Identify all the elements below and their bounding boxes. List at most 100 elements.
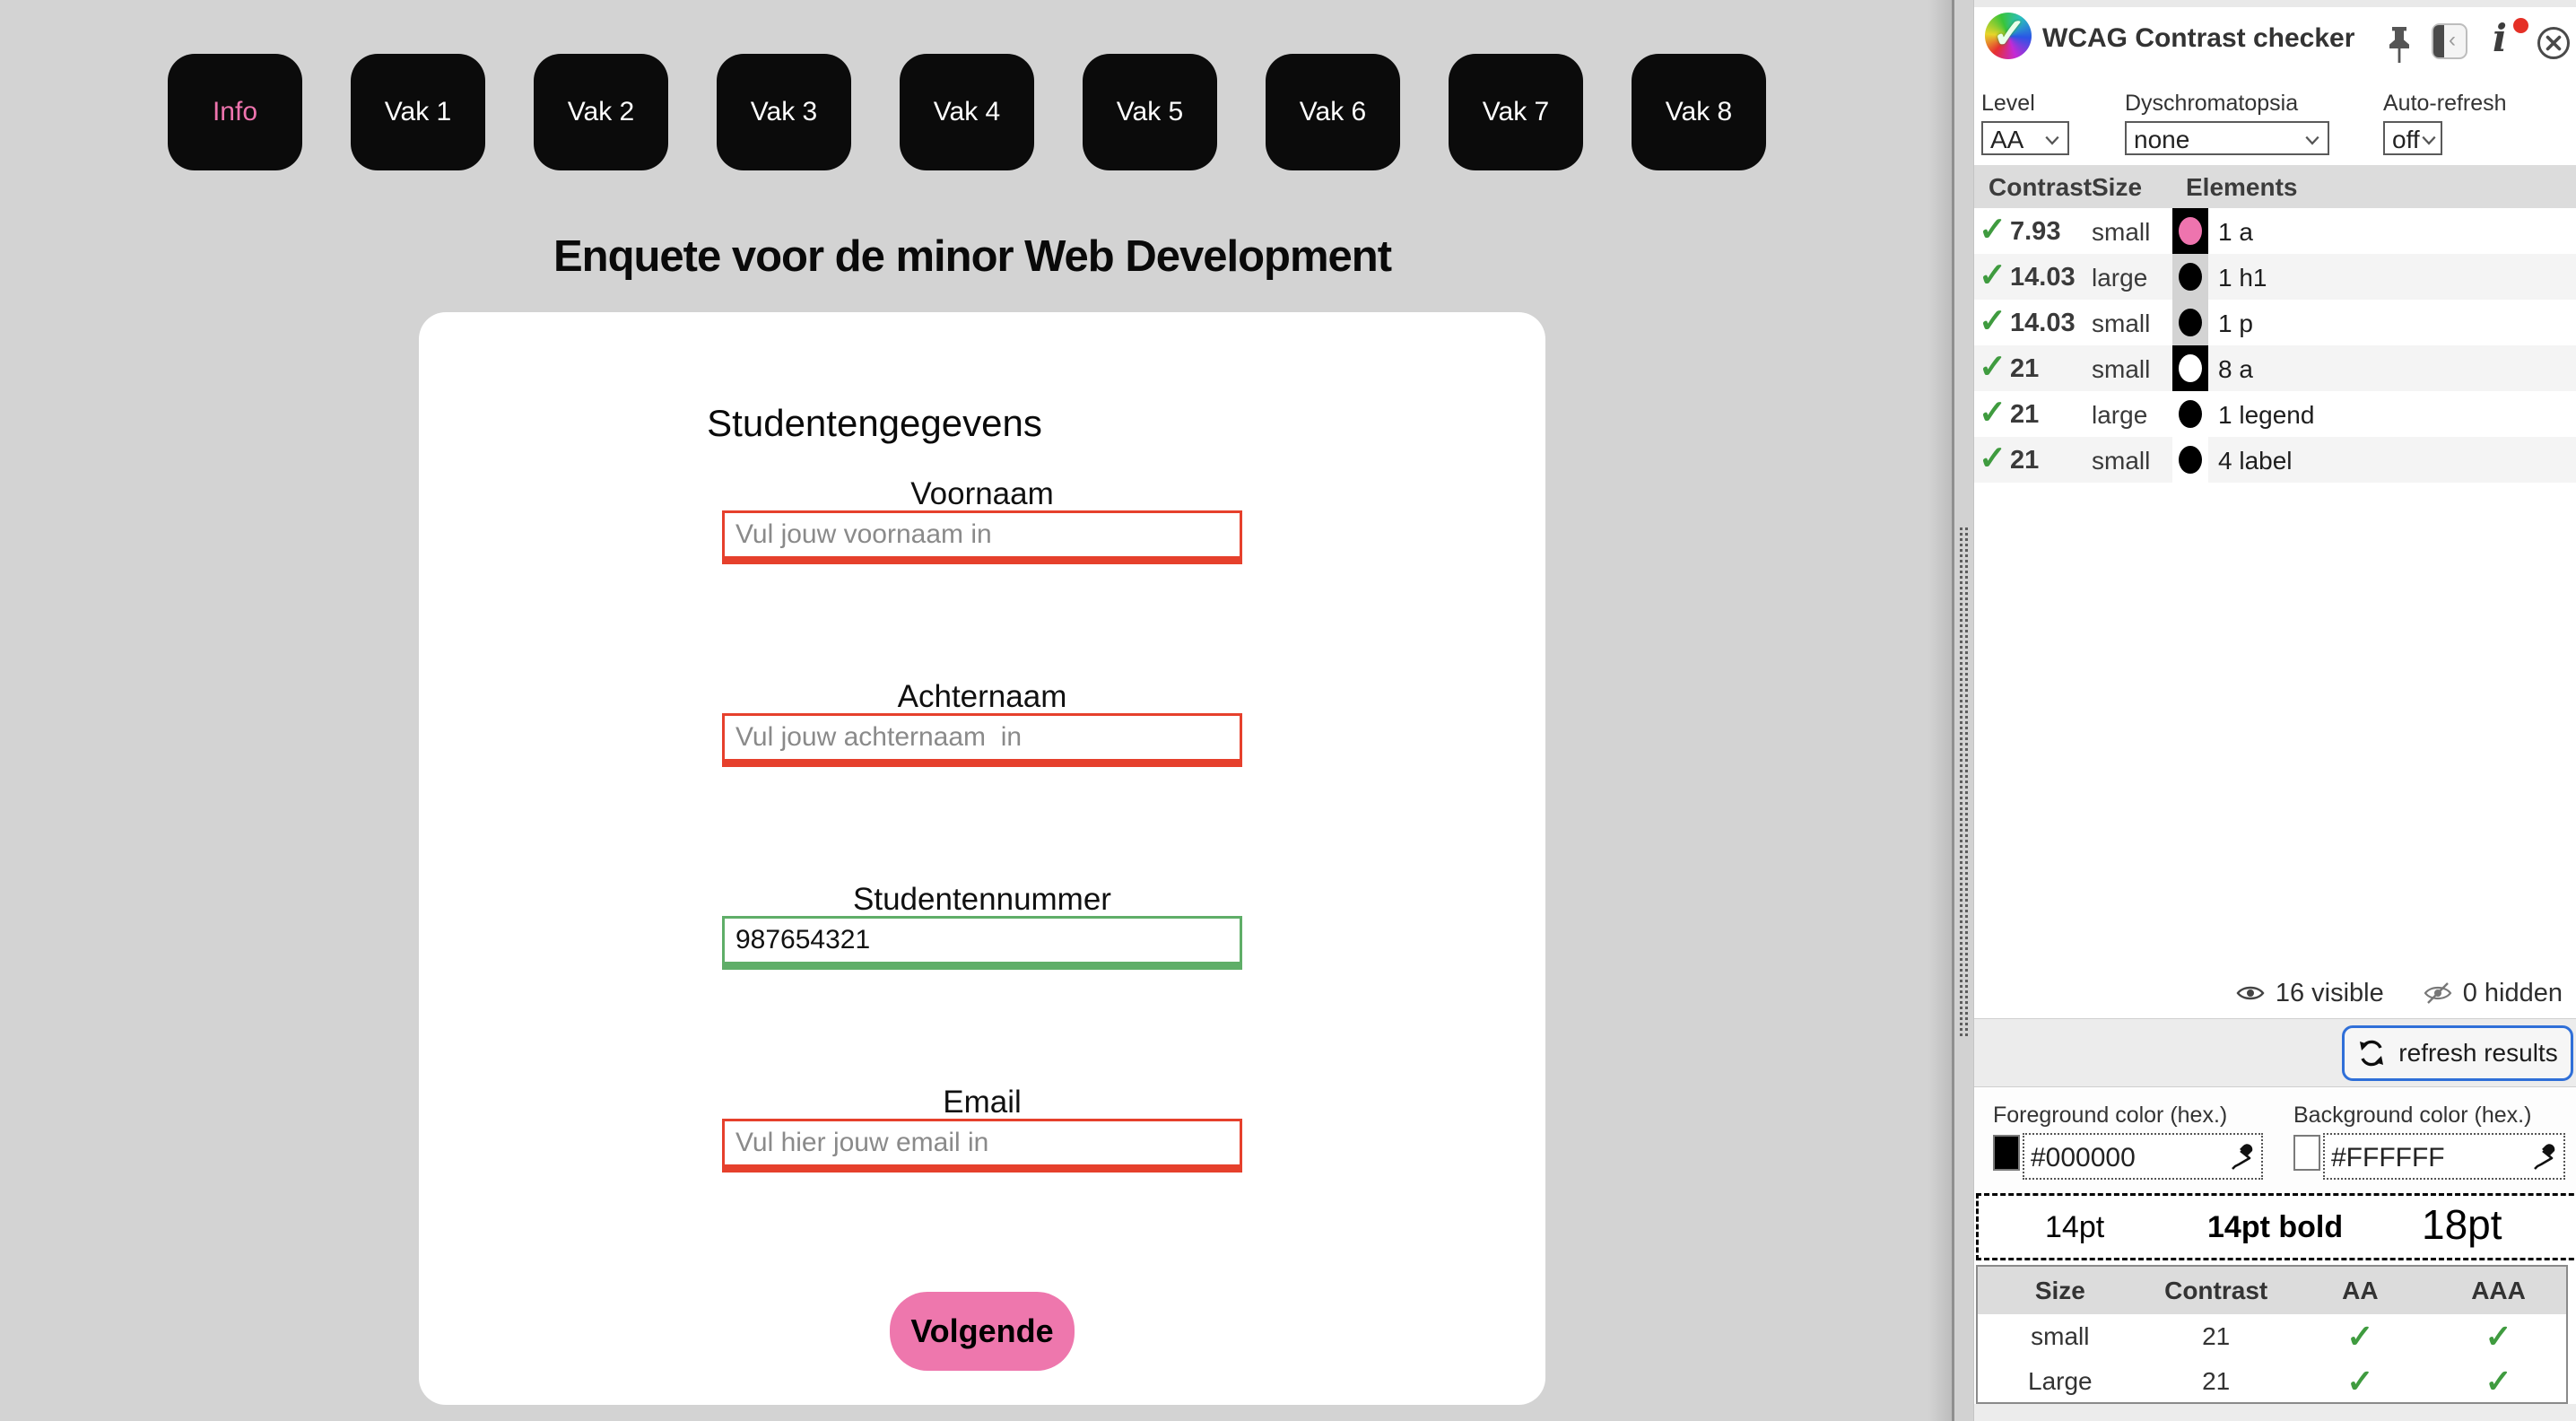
- aaa-pass-check-icon: ✓: [2485, 1363, 2512, 1399]
- field-label: Studentennummer: [853, 882, 1111, 917]
- refresh-icon: [2360, 1040, 2384, 1067]
- text-size-samples: 14pt 14pt bold 18pt: [1976, 1193, 2576, 1260]
- sample-14pt-bold: 14pt bold: [2207, 1210, 2344, 1244]
- pass-check-icon: ✓: [1979, 348, 2007, 385]
- color-pair-swatch: [2172, 391, 2208, 437]
- foreground-color-input[interactable]: #000000: [2023, 1133, 2263, 1180]
- chevron-left-icon: ‹: [2449, 28, 2456, 52]
- wcag-logo-icon: [1985, 9, 2032, 59]
- nav-button-info[interactable]: Info: [168, 54, 302, 170]
- color-pair-swatch: [2172, 345, 2208, 391]
- nav-button-vak-6[interactable]: Vak 6: [1266, 54, 1400, 170]
- size-value: large: [2092, 401, 2148, 429]
- survey-page: Info Vak 1 Vak 2 Vak 3 Vak 4 Vak 5 Vak 6 Vak 7 V…: [168, 54, 1766, 1405]
- email-input[interactable]: [722, 1119, 1242, 1173]
- foreground-color-label: Foreground color (hex.): [1993, 1103, 2228, 1128]
- contrast-value: 21: [2010, 446, 2040, 475]
- hidden-count: 0 hidden: [2462, 978, 2563, 1007]
- selected-value: none: [2134, 126, 2190, 153]
- element-tag: 1 p: [2218, 309, 2253, 337]
- form-field: Voornaam: [722, 478, 1242, 564]
- color-pair-swatch: [2172, 208, 2208, 254]
- summary-col-aaa: AAA: [2471, 1276, 2526, 1304]
- form-field: Email: [722, 1086, 1242, 1173]
- auto-refresh-select[interactable]: off: [2383, 121, 2442, 155]
- notification-dot: [2513, 18, 2528, 33]
- nav-button-vak-2[interactable]: Vak 2: [534, 54, 668, 170]
- achternaam-input[interactable]: [722, 713, 1242, 767]
- foreground-dot: [2179, 263, 2202, 291]
- sample-18pt: 18pt: [2422, 1201, 2502, 1248]
- nav-button-vak-7[interactable]: Vak 7: [1449, 54, 1583, 170]
- foreground-dot: [2179, 446, 2202, 474]
- size-value: small: [2092, 355, 2151, 383]
- refresh-label: refresh results: [2398, 1039, 2558, 1067]
- level-select[interactable]: AA: [1981, 121, 2069, 155]
- form-field: Studentennummer: [722, 884, 1242, 970]
- nav-button-vak-8[interactable]: Vak 8: [1632, 54, 1766, 170]
- color-picker-section: Foreground color (hex.) #000000 Backgrou…: [1974, 1086, 2576, 1193]
- studentennummer-input[interactable]: [722, 916, 1242, 970]
- page-title: Enquete voor de minor Web Development: [553, 232, 1392, 281]
- pass-check-icon: ✓: [1979, 394, 2007, 431]
- collapse-panel-icon[interactable]: ‹: [2432, 23, 2467, 59]
- selected-value: AA: [1990, 126, 2024, 153]
- submit-button[interactable]: Volgende: [890, 1292, 1075, 1371]
- close-icon[interactable]: [2536, 25, 2572, 61]
- field-label: Voornaam: [910, 476, 1054, 511]
- info-icon[interactable]: i: [2493, 16, 2507, 60]
- dyschromatopsia-select[interactable]: none: [2125, 121, 2329, 155]
- refresh-results-button[interactable]: refresh results: [2342, 1025, 2573, 1081]
- size-value: small: [2092, 309, 2151, 337]
- contrast-value: 14.03: [2010, 263, 2076, 292]
- splitter-drag-handle[interactable]: [1960, 527, 1962, 1038]
- summary-contrast: 21: [2202, 1367, 2231, 1395]
- field-label: Achternaam: [897, 679, 1067, 714]
- splitter-drag-handle[interactable]: [1965, 527, 1968, 1038]
- color-pair-swatch: [2172, 437, 2208, 483]
- color-pair-swatch: [2172, 254, 2208, 300]
- panel-splitter[interactable]: [1928, 0, 1973, 1421]
- pass-check-icon: ✓: [1979, 257, 2007, 293]
- element-tag: 1 h1: [2218, 264, 2267, 292]
- panel-header: WCAG Contrast checker ‹ i: [1974, 7, 2576, 88]
- results-header: Contrast Size Elements: [1974, 165, 2576, 208]
- results-col-elements: Elements: [2186, 173, 2298, 201]
- summary-contrast: 21: [2202, 1322, 2231, 1350]
- splitter-border: [1952, 0, 1954, 1421]
- control-group: Dyschromatopsia none: [2125, 91, 2329, 155]
- control-label: Dyschromatopsia: [2125, 91, 2299, 116]
- nav-button-vak-5[interactable]: Vak 5: [1083, 54, 1217, 170]
- chevron-down-icon: [2305, 135, 2319, 145]
- background-color-label: Background color (hex.): [2293, 1103, 2532, 1128]
- contrast-value: 21: [2010, 400, 2040, 429]
- page-scrollbar-track: [1928, 0, 1952, 1421]
- voornaam-input[interactable]: [722, 510, 1242, 564]
- nav-button-vak-1[interactable]: Vak 1: [351, 54, 485, 170]
- panel-top-divider: [1974, 0, 2576, 7]
- background-color-input[interactable]: #FFFFFF: [2323, 1133, 2565, 1180]
- nav-button-vak-3[interactable]: Vak 3: [717, 54, 851, 170]
- splitter-body: [1954, 0, 1973, 1421]
- collapse-bar: [2433, 25, 2444, 57]
- form-card: Studentengegevens VoornaamAchternaamStud…: [419, 312, 1545, 1405]
- visible-count: 16 visible: [2275, 978, 2384, 1007]
- nav-button-vak-4[interactable]: Vak 4: [900, 54, 1034, 170]
- foreground-dot: [2179, 400, 2202, 428]
- color-pair-swatch: [2172, 300, 2208, 345]
- pin-icon[interactable]: [2387, 25, 2412, 65]
- eye-off-icon: [2424, 982, 2452, 1004]
- results-col-contrast: Contrast: [1989, 173, 2093, 201]
